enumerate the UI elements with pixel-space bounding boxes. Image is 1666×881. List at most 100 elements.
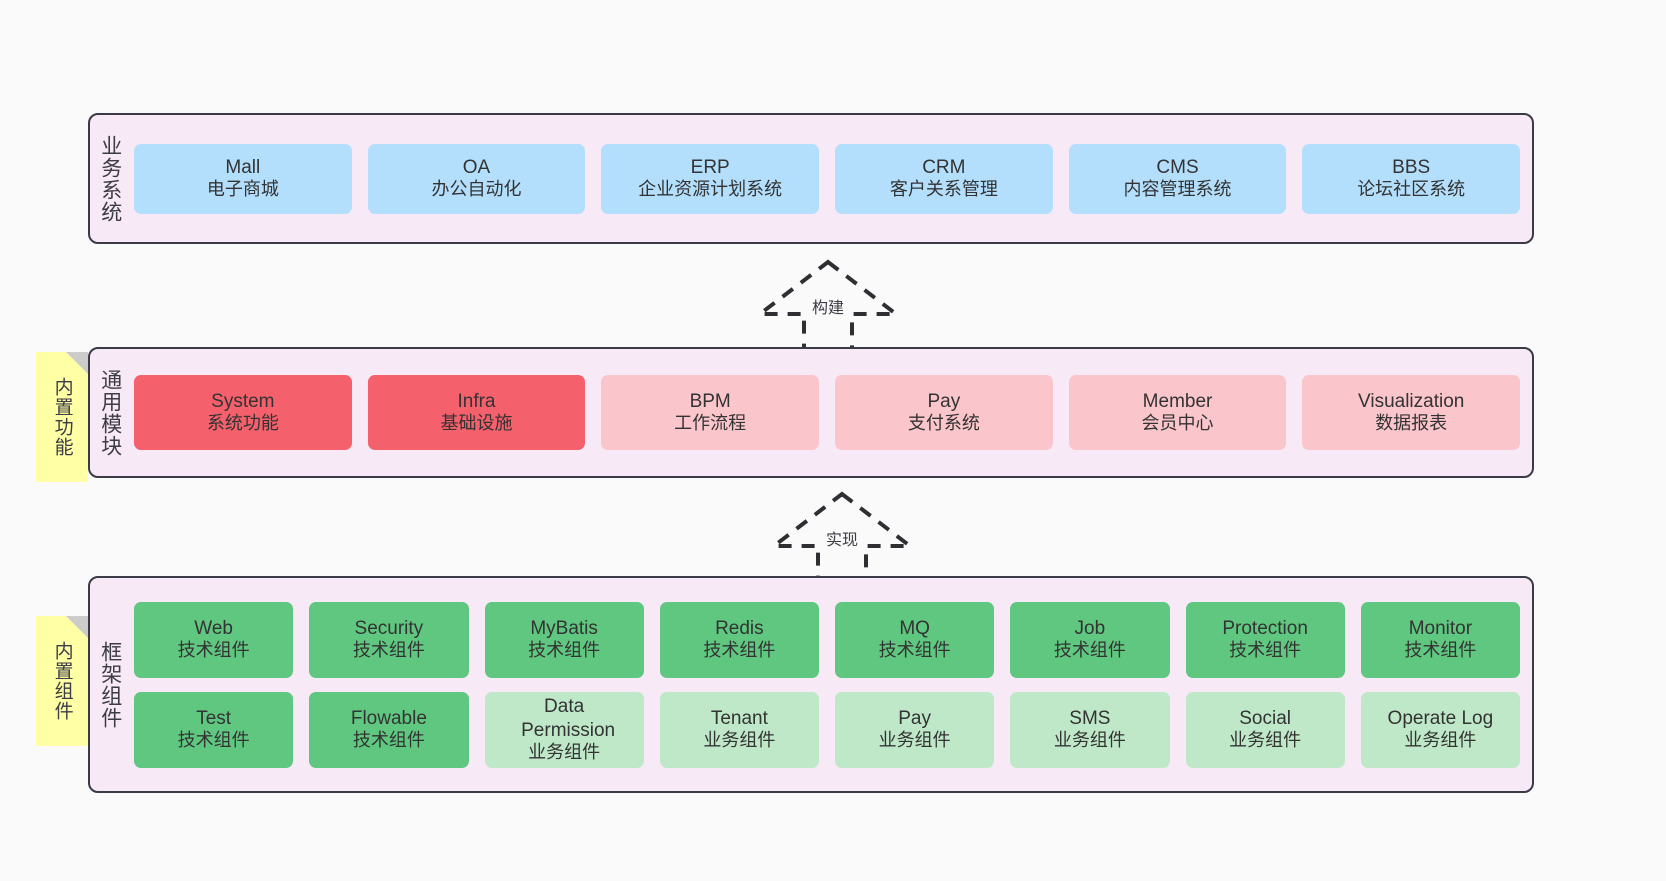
card-subtitle: 技术组件: [528, 640, 601, 661]
card-subtitle: 办公自动化: [431, 179, 522, 200]
card-member[interactable]: Member 会员中心: [1068, 375, 1287, 450]
card-title: MQ: [899, 617, 930, 639]
card-social[interactable]: Social 业务组件: [1185, 691, 1345, 768]
card-subtitle: 技术组件: [878, 640, 951, 661]
card-subtitle: 技术组件: [352, 640, 425, 661]
card-title: Test: [196, 707, 232, 729]
card-title: MyBatis: [530, 617, 598, 639]
card-title: Data Permission: [521, 696, 616, 741]
card-title: Operate Log: [1387, 707, 1494, 729]
card-title: CRM: [922, 156, 966, 178]
card-subtitle: 工作流程: [674, 413, 747, 434]
card-subtitle: 内容管理系统: [1123, 179, 1232, 200]
card-subtitle: 会员中心: [1141, 413, 1214, 434]
card-protection[interactable]: Protection 技术组件: [1185, 601, 1345, 678]
card-title: BBS: [1392, 156, 1431, 178]
layer-panel-business[interactable]: 业务系统 Mall 电子商城 OA 办公自动化 ERP 企业资源计划系统 CRM…: [88, 113, 1534, 244]
card-security[interactable]: Security 技术组件: [309, 601, 469, 678]
card-monitor[interactable]: Monitor 技术组件: [1360, 601, 1520, 678]
card-subtitle: 技术组件: [1053, 640, 1126, 661]
card-subtitle: 客户关系管理: [889, 179, 998, 200]
card-crm[interactable]: CRM 客户关系管理: [835, 143, 1053, 214]
card-row: Test 技术组件 Flowable 技术组件 Data Permission …: [134, 691, 1520, 768]
card-cms[interactable]: CMS 内容管理系统: [1068, 143, 1287, 214]
card-title: Social: [1239, 707, 1291, 729]
card-test[interactable]: Test 技术组件: [134, 691, 294, 768]
card-subtitle: 技术组件: [1229, 640, 1302, 661]
sticky-note-builtin-features[interactable]: 内置功能: [36, 352, 88, 482]
connector-build: 构建: [748, 258, 908, 354]
card-subtitle: 电子商城: [206, 179, 279, 200]
layer-cards-common: System 系统功能 Infra 基础设施 BPM 工作流程 Pay 支付系统…: [130, 349, 1532, 476]
card-erp[interactable]: ERP 企业资源计划系统: [601, 143, 820, 214]
card-title: Tenant: [710, 707, 768, 729]
card-title: System: [211, 390, 275, 412]
card-title: Pay: [927, 390, 961, 412]
card-title: Security: [354, 617, 424, 639]
fold-corner-icon: [66, 352, 88, 374]
layer-cards-framework: Web 技术组件 Security 技术组件 MyBatis 技术组件 Redi…: [130, 578, 1532, 791]
card-subtitle: 业务组件: [878, 730, 951, 751]
layer-panel-framework[interactable]: 框架组件 Web 技术组件 Security 技术组件 MyBatis 技术组件…: [88, 576, 1534, 793]
card-subtitle: 支付系统: [907, 413, 980, 434]
card-title: SMS: [1069, 707, 1111, 729]
sticky-note-builtin-components[interactable]: 内置组件: [36, 616, 88, 746]
card-subtitle: 基础设施: [440, 413, 513, 434]
card-title: Member: [1142, 390, 1213, 412]
card-subtitle: 论坛社区系统: [1357, 179, 1466, 200]
card-flowable[interactable]: Flowable 技术组件: [309, 691, 469, 768]
card-subtitle: 数据报表: [1375, 413, 1448, 434]
card-title: BPM: [689, 390, 731, 412]
card-data-permission[interactable]: Data Permission 业务组件: [484, 691, 644, 768]
card-system[interactable]: System 系统功能: [134, 375, 352, 450]
card-web[interactable]: Web 技术组件: [134, 601, 294, 678]
card-sms[interactable]: SMS 业务组件: [1010, 691, 1170, 768]
layer-title-business: 业务系统: [98, 134, 122, 223]
card-tenant[interactable]: Tenant 业务组件: [659, 691, 819, 768]
card-subtitle: 企业资源计划系统: [638, 179, 783, 200]
layer-panel-common[interactable]: 通用模块 System 系统功能 Infra 基础设施 BPM 工作流程 Pay…: [88, 347, 1534, 478]
card-title: OA: [462, 156, 491, 178]
card-mq[interactable]: MQ 技术组件: [835, 601, 995, 678]
card-mall[interactable]: Mall 电子商城: [134, 143, 352, 214]
card-subtitle: 业务组件: [1404, 730, 1477, 751]
card-title: Monitor: [1408, 617, 1473, 639]
card-title: ERP: [690, 156, 730, 178]
card-subtitle: 技术组件: [352, 730, 425, 751]
card-title: CMS: [1156, 156, 1199, 178]
card-title: Web: [194, 617, 233, 639]
card-infra[interactable]: Infra 基础设施: [367, 375, 586, 450]
card-pay-component[interactable]: Pay 业务组件: [835, 691, 995, 768]
card-subtitle: 技术组件: [703, 640, 776, 661]
card-subtitle: 业务组件: [1053, 730, 1126, 751]
card-mybatis[interactable]: MyBatis 技术组件: [484, 601, 644, 678]
card-subtitle: 业务组件: [703, 730, 776, 751]
card-visualization[interactable]: Visualization 数据报表: [1302, 375, 1521, 450]
sticky-note-label: 内置组件: [51, 641, 73, 721]
card-title: Infra: [457, 390, 496, 412]
sticky-note-label: 内置功能: [51, 377, 73, 457]
card-row: System 系统功能 Infra 基础设施 BPM 工作流程 Pay 支付系统…: [134, 375, 1521, 450]
card-job[interactable]: Job 技术组件: [1010, 601, 1170, 678]
card-subtitle: 技术组件: [1404, 640, 1477, 661]
card-title: Job: [1074, 617, 1106, 639]
card-bbs[interactable]: BBS 论坛社区系统: [1302, 143, 1521, 214]
card-oa[interactable]: OA 办公自动化: [367, 143, 586, 214]
card-title: Pay: [898, 707, 931, 729]
card-subtitle: 技术组件: [177, 640, 250, 661]
card-subtitle: 技术组件: [177, 730, 250, 751]
card-operate-log[interactable]: Operate Log 业务组件: [1360, 691, 1520, 768]
connector-label-build: 构建: [811, 300, 845, 317]
card-redis[interactable]: Redis 技术组件: [659, 601, 819, 678]
card-pay[interactable]: Pay 支付系统: [835, 375, 1053, 450]
card-title: Visualization: [1358, 390, 1465, 412]
card-subtitle: 业务组件: [1229, 730, 1302, 751]
connector-label-implement: 实现: [825, 532, 859, 549]
fold-corner-icon: [66, 616, 88, 638]
layer-title-common: 通用模块: [98, 368, 122, 457]
card-row: Mall 电子商城 OA 办公自动化 ERP 企业资源计划系统 CRM 客户关系…: [134, 143, 1521, 214]
card-bpm[interactable]: BPM 工作流程: [601, 375, 820, 450]
card-title: Protection: [1222, 617, 1308, 639]
layer-cards-business: Mall 电子商城 OA 办公自动化 ERP 企业资源计划系统 CRM 客户关系…: [130, 115, 1532, 242]
